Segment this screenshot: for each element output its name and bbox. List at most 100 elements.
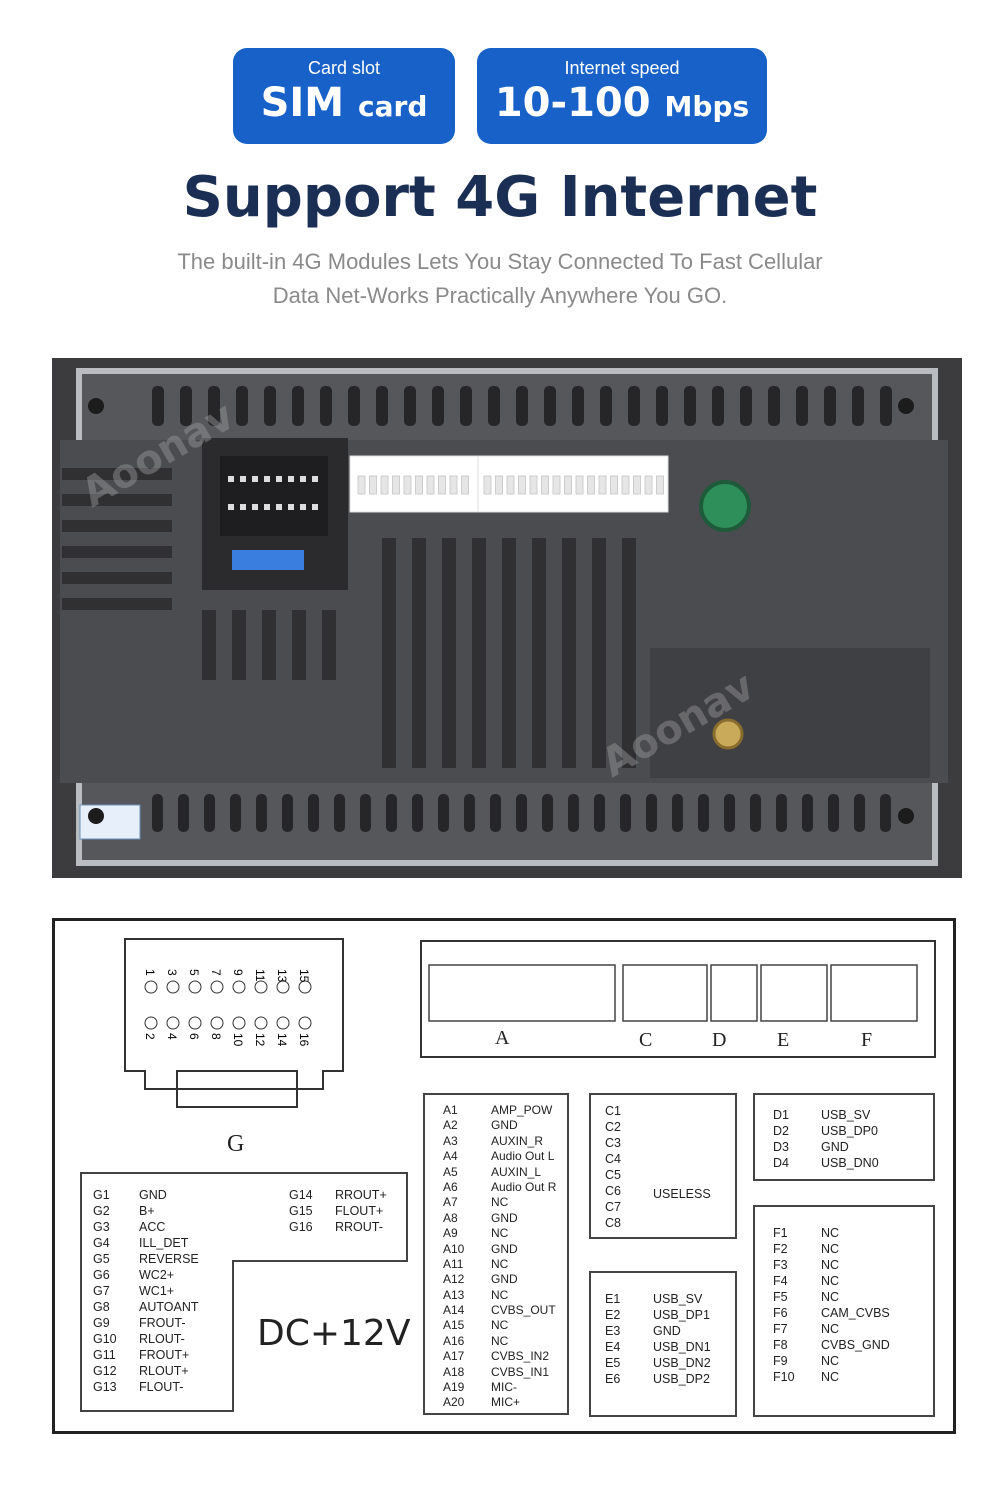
pin-function: NC (491, 1195, 509, 1210)
pin-id: A9 (443, 1226, 458, 1241)
pin-row: C1 (605, 1103, 735, 1119)
vent-slot (516, 386, 528, 426)
vent-slot (62, 598, 172, 610)
pin-id: D1 (773, 1108, 789, 1122)
pin-id: C2 (605, 1120, 621, 1134)
pin-function: NC (821, 1322, 840, 1336)
vent-slot (740, 386, 752, 426)
vent-slot (152, 386, 164, 426)
pin (541, 475, 549, 495)
pin-id: G14 (289, 1188, 313, 1202)
pin-row: A12 GND (443, 1272, 567, 1287)
vent-slot (256, 794, 267, 832)
pin (564, 475, 572, 495)
pin-function: GND (491, 1272, 518, 1287)
pin-function: ACC (139, 1220, 166, 1234)
pin-id: D2 (773, 1124, 789, 1138)
pin-number: 1 (143, 969, 157, 976)
pin-id: F3 (773, 1258, 788, 1272)
pin-id: A8 (443, 1210, 458, 1225)
pin-function: NC (821, 1354, 840, 1368)
screw (898, 398, 914, 414)
pin-function: FROUT- (139, 1316, 186, 1330)
pin-id: G1 (93, 1188, 110, 1202)
pin-id: G9 (93, 1316, 110, 1330)
pin-function: USB_DP1 (653, 1308, 710, 1322)
pin-id: F5 (773, 1290, 788, 1304)
vent-slot (880, 386, 892, 426)
vent-slot (432, 386, 444, 426)
vent-slot (232, 610, 246, 680)
vent-slot (320, 386, 332, 426)
pin (288, 504, 294, 510)
pin-id: A6 (443, 1179, 458, 1194)
pin-id: F4 (773, 1274, 788, 1288)
pin-id: A12 (443, 1272, 465, 1287)
pin-function: NC (491, 1287, 509, 1302)
pin (210, 980, 224, 994)
pin-id: C4 (605, 1152, 621, 1166)
pin-id: A17 (443, 1349, 465, 1364)
pin-function: WC1+ (139, 1284, 175, 1298)
pin-row: C3 (605, 1135, 735, 1151)
vent-slot (562, 538, 576, 768)
pin-id: A5 (443, 1164, 458, 1179)
pin (483, 475, 492, 495)
pin-number: 9 (231, 969, 245, 976)
pin-function: WC2+ (139, 1268, 175, 1282)
pin (300, 476, 306, 482)
vent-slot (568, 794, 579, 832)
pin (461, 475, 469, 495)
pin (438, 475, 446, 495)
pin-function: USB_SV (653, 1292, 703, 1306)
pin-id: F8 (773, 1338, 788, 1352)
pin-function: CVBS_IN2 (491, 1349, 550, 1364)
pin-id: G2 (93, 1204, 110, 1218)
pin-function: GND (491, 1210, 518, 1225)
pin-function: NC (821, 1226, 840, 1240)
vent-slot (292, 386, 304, 426)
pin (644, 475, 653, 495)
pin-id: A4 (443, 1149, 458, 1164)
badge-value: 10-100 (494, 80, 651, 126)
vent-slot (592, 538, 606, 768)
pin-id: G15 (289, 1204, 313, 1218)
badge-unit: card (358, 90, 428, 123)
pin-id: G5 (93, 1252, 110, 1266)
pin-function: NC (821, 1290, 840, 1304)
vent-slot (656, 386, 668, 426)
pin (188, 980, 202, 994)
pin-function: ILL_DET (139, 1236, 189, 1250)
vent-slot (622, 538, 636, 768)
vent-slot (204, 794, 215, 832)
top-vents (152, 386, 892, 426)
vent-slot (594, 794, 605, 832)
pin-row: C7 (605, 1199, 735, 1215)
pin-id: F2 (773, 1242, 788, 1256)
vent-slot (386, 794, 397, 832)
pin (228, 504, 234, 510)
vent-slot (62, 468, 172, 480)
pin-row: F5 NC (773, 1289, 933, 1305)
pin-id: A11 (443, 1256, 464, 1271)
pin-id: C3 (605, 1136, 621, 1150)
pin-id: D4 (773, 1156, 789, 1170)
vent-slot (262, 610, 276, 680)
pin-id: A3 (443, 1133, 458, 1148)
